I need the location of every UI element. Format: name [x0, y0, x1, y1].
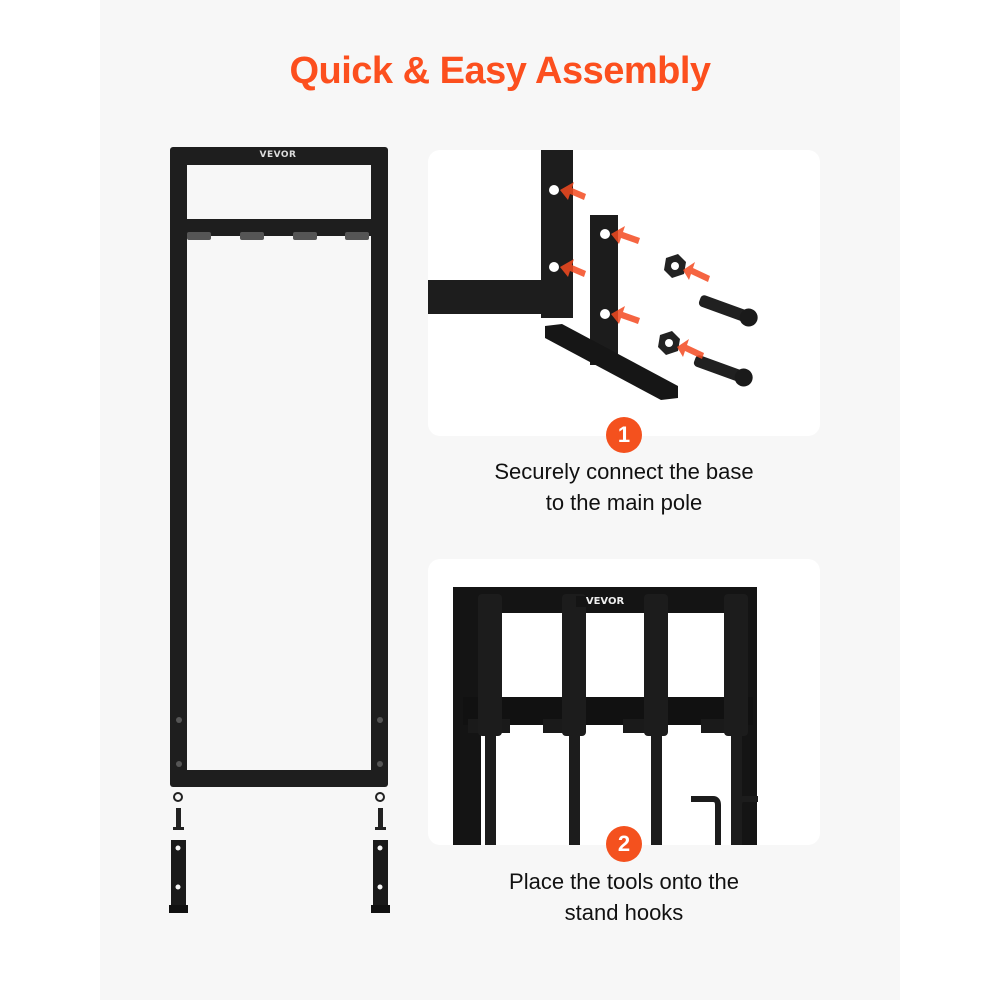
step-2-number-badge: 2 [606, 826, 642, 862]
page-title: Quick & Easy Assembly [289, 50, 711, 92]
step-1-caption-line2: to the main pole [545, 490, 703, 515]
step-2-caption-line2: stand hooks [564, 900, 684, 925]
step-1-number-badge: 1 [606, 417, 642, 453]
step-1-caption: Securely connect the base to the main po… [428, 456, 820, 518]
step-2-caption: Place the tools onto the stand hooks [428, 866, 820, 928]
stand-brand-label: VEVOR [259, 150, 297, 160]
stand-frame-illustration [169, 147, 390, 913]
step-2-image-card: VEVOR [428, 559, 820, 845]
step-1-image-card [428, 150, 820, 436]
step-1-caption-line1: Securely connect the base [494, 459, 754, 484]
step-2-caption-line1: Place the tools onto the [509, 869, 739, 894]
step-2-brand-label: VEVOR [576, 596, 634, 607]
base-assembly-illustration [428, 150, 758, 400]
